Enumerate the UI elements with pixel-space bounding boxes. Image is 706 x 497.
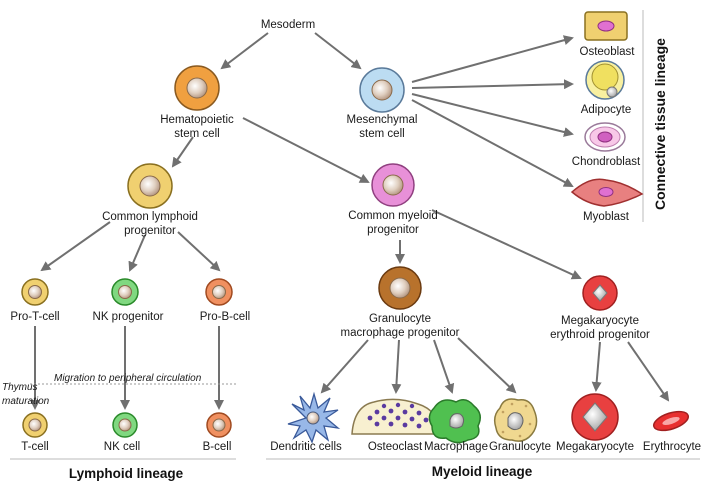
arrow-msc-adipocyte xyxy=(411,79,574,90)
nk-cell-cell xyxy=(112,412,138,438)
b-cell-cell xyxy=(206,412,232,438)
mep-cell xyxy=(582,275,618,311)
arrow-gmp-macrophage xyxy=(433,339,455,394)
label-nk-cell: NK cell xyxy=(103,441,141,453)
arrow-hsc-clp xyxy=(171,136,194,168)
macrophage-cell xyxy=(428,399,481,444)
arrow-clp-prob xyxy=(177,231,221,272)
label-thymus-line1: Thymus xyxy=(2,382,38,393)
label-thymus-maturation: Thymus maturation xyxy=(2,381,49,409)
t-cell-cell xyxy=(22,412,48,438)
hsc-cell xyxy=(174,65,220,111)
label-mep-line2: erythroid progenitor xyxy=(550,329,650,341)
label-hsc-line2: stem cell xyxy=(174,128,220,140)
granulocyte-cell xyxy=(493,398,538,442)
arrow-clp-prot xyxy=(40,221,111,272)
arrows xyxy=(30,32,670,410)
label-mep-line1: Megakaryocyte xyxy=(561,315,639,327)
pro-b-cell xyxy=(205,278,233,306)
arrow-mesoderm-hsc xyxy=(220,32,269,70)
label-t-cell: T-cell xyxy=(21,441,49,453)
arrow-mep-erythrocyte xyxy=(627,341,670,402)
osteoblast-cell xyxy=(584,11,628,41)
label-hsc: Hematopoietic stem cell xyxy=(160,113,234,141)
label-clp-line2: progenitor xyxy=(124,225,176,237)
dendritic-cell xyxy=(287,391,341,444)
label-migration: Migration to peripheral circulation xyxy=(54,373,202,384)
arrow-hsc-cmp xyxy=(242,117,370,183)
msc-cell xyxy=(359,67,405,113)
arrow-mesoderm-msc xyxy=(314,32,362,70)
label-dendritic-cells: Dendritic cells xyxy=(270,441,342,453)
arrow-gmp-dendritic xyxy=(320,339,369,394)
label-mesoderm: Mesoderm xyxy=(260,19,316,31)
pro-t-cell xyxy=(21,278,49,306)
lymphoid-lineage-title: Lymphoid lineage xyxy=(68,466,184,481)
label-b-cell: B-cell xyxy=(202,441,232,453)
cmp-cell xyxy=(371,163,415,207)
arrow-cmp-mep xyxy=(431,209,582,280)
label-granulocyte: Granulocyte xyxy=(488,441,552,453)
label-cmp-line2: progenitor xyxy=(367,224,419,236)
megakaryocyte-cell xyxy=(571,393,619,441)
label-hsc-line1: Hematopoietic xyxy=(160,114,234,126)
arrow-gmp-granulocyte xyxy=(457,337,517,394)
label-mep: Megakaryocyte erythroid progenitor xyxy=(550,314,650,342)
myoblast-cell xyxy=(570,178,644,207)
arrow-gmp-osteoclast xyxy=(391,339,402,394)
connective-lineage-title: Connective tissue lineage xyxy=(652,38,668,210)
clp-cell xyxy=(127,163,173,209)
arrow-msc-myoblast xyxy=(411,99,574,187)
arrow-msc-chondroblast xyxy=(411,93,574,137)
label-chondroblast: Chondroblast xyxy=(571,156,641,168)
chondroblast-cell xyxy=(584,122,626,152)
arrow-mep-megakaryocyte xyxy=(591,341,602,392)
arrow-msc-osteoblast xyxy=(411,35,574,83)
nk-progenitor-cell xyxy=(111,278,139,306)
label-cmp: Common myeloid progenitor xyxy=(348,209,437,237)
label-adipocyte: Adipocyte xyxy=(580,104,632,116)
label-thymus-line2: maturation xyxy=(2,396,50,407)
label-pro-b-cell: Pro-B-cell xyxy=(199,311,251,323)
label-gmp-line1: Granulocyte xyxy=(368,313,432,325)
label-erythrocyte: Erythrocyte xyxy=(642,441,702,453)
erythrocyte-cell xyxy=(652,410,690,432)
label-myoblast: Myoblast xyxy=(582,211,630,223)
label-macrophage: Macrophage xyxy=(424,441,488,453)
label-cmp-line1: Common myeloid xyxy=(348,210,438,222)
label-osteoblast: Osteoblast xyxy=(579,46,635,58)
label-megakaryocyte: Megakaryocyte xyxy=(556,441,634,453)
arrow-clp-nk xyxy=(128,234,146,272)
adipocyte-cell xyxy=(585,60,625,100)
myeloid-lineage-title: Myeloid lineage xyxy=(431,464,533,479)
label-gmp-line2: macrophage progenitor xyxy=(340,327,460,339)
osteoclast-cell xyxy=(351,398,443,435)
label-clp-line1: Common lymphoid xyxy=(102,211,198,223)
label-osteoclast: Osteoclast xyxy=(367,441,423,453)
label-clp: Common lymphoid progenitor xyxy=(102,210,198,238)
label-nk-progenitor: NK progenitor xyxy=(92,311,164,323)
label-msc-line2: stem cell xyxy=(359,128,405,140)
label-gmp: Granulocyte macrophage progenitor xyxy=(341,312,460,340)
label-msc-line1: Mesenchymal xyxy=(346,114,418,126)
gmp-cell xyxy=(378,266,422,310)
label-pro-t-cell: Pro-T-cell xyxy=(10,311,60,323)
label-msc: Mesenchymal stem cell xyxy=(347,113,418,141)
